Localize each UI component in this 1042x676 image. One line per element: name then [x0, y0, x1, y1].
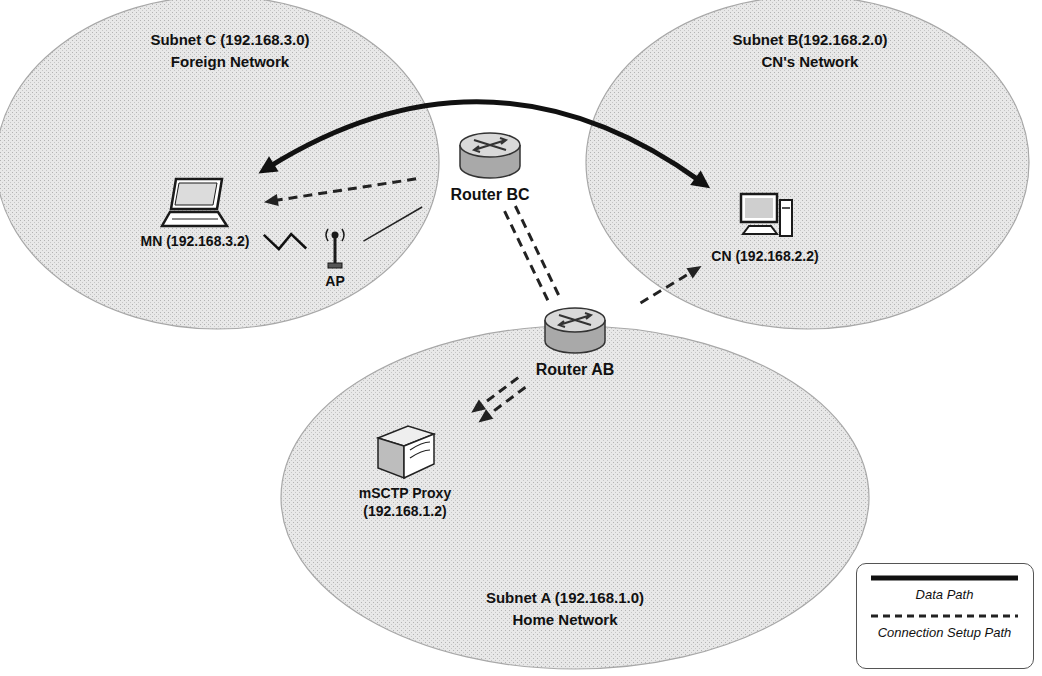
computer-icon [735, 190, 795, 245]
device-label: CN (192.168.2.2) [709, 248, 821, 266]
device-icon [735, 190, 795, 245]
laptop-icon [160, 175, 230, 230]
data-path-connector [269, 102, 700, 181]
legend-samples [857, 564, 1032, 667]
arrow-head [478, 409, 493, 422]
wired-link [363, 207, 422, 241]
router: Router AB [500, 305, 650, 380]
legend-text: Data Path [877, 586, 1012, 603]
wireless-link [264, 234, 306, 249]
setup-path-connector [515, 206, 560, 299]
setup-path-connector [486, 387, 525, 416]
router-icon [542, 305, 608, 357]
subnet-fill [0, 0, 439, 329]
subnet-outline [585, 0, 1030, 330]
setup-path-connector [641, 271, 694, 303]
proxy-server: mSCTP Proxy (192.168.1.2) [330, 420, 480, 520]
setup-path-connector [505, 211, 550, 304]
device-label: mSCTP Proxy (192.168.1.2) [345, 485, 465, 520]
subnet-heading: Subnet B(192.168.2.0) [690, 30, 930, 50]
device-label: Router AB [502, 360, 648, 380]
arrow-head [258, 156, 278, 173]
data-path-sample [871, 576, 1018, 581]
setup-path-connector [274, 179, 416, 201]
subnet-heading: Foreign Network [110, 52, 350, 72]
device-label: MN (192.168.3.2) [139, 233, 251, 251]
legend-box: Data PathConnection Setup Path [856, 563, 1034, 669]
device-label: Router BC [422, 185, 558, 205]
antenna-icon [320, 225, 350, 270]
subnet-ellipse: Subnet C (192.168.3.0)Foreign Network MN … [0, 0, 440, 330]
device-icon [457, 130, 523, 182]
server-icon [370, 420, 440, 482]
subnet-fill [281, 326, 869, 669]
device-icon [370, 420, 440, 482]
device-label: AP [312, 273, 358, 291]
legend-text: Connection Setup Path [877, 624, 1012, 641]
subnet-heading: Subnet C (192.168.3.0) [110, 30, 350, 50]
setup-path-sample [871, 615, 1018, 618]
arrow-head [264, 194, 279, 206]
mobile-node: MN (192.168.3.2) [130, 175, 260, 251]
setup-path-connector [479, 378, 518, 407]
device-icon [160, 175, 230, 230]
subnet-ellipse: Subnet B(192.168.2.0)CN's Network CN (192… [585, 0, 1030, 330]
router: Router BC [420, 130, 560, 205]
device-icon [542, 305, 608, 357]
subnet-outline [0, 0, 440, 330]
arrow-head [686, 266, 701, 278]
arrow-head [471, 400, 486, 413]
router-icon [457, 130, 523, 182]
correspondent-node: CN (192.168.2.2) [705, 190, 825, 266]
subnet-heading: Subnet A (192.168.1.0) [445, 588, 685, 608]
arrow-head [690, 170, 710, 188]
subnet-fill [586, 0, 1029, 329]
subnet-heading: CN's Network [690, 52, 930, 72]
access-point: AP [310, 225, 360, 291]
device-icon [320, 225, 350, 270]
subnet-heading: Home Network [445, 610, 685, 630]
